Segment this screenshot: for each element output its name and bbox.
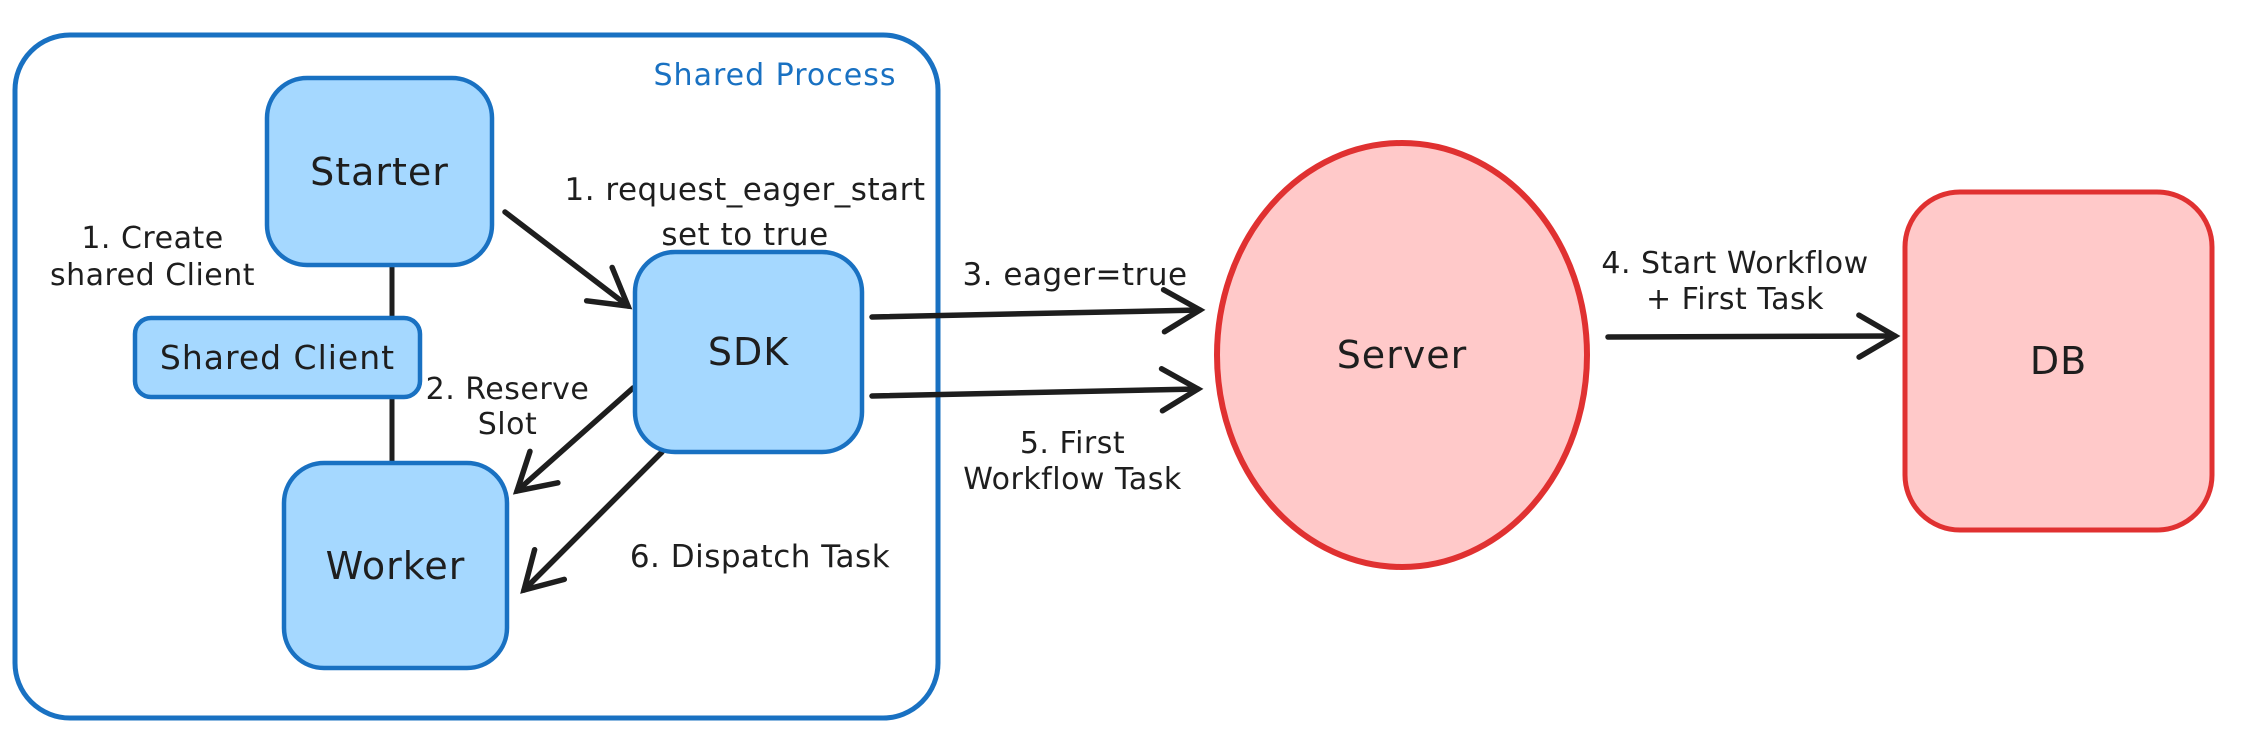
worker-label: Worker: [325, 543, 466, 588]
arrow-reserve-slot: [512, 385, 636, 495]
annotation-first-workflow-task: 5. First Workflow Task: [930, 426, 1215, 498]
server-label: Server: [1336, 333, 1468, 377]
annotation-line: + First Task: [1645, 282, 1825, 317]
starter-label: Starter: [310, 149, 449, 194]
annotation-line: 2. Reserve: [425, 372, 590, 407]
annotation-eager-true: 3. eager=true: [962, 257, 1188, 293]
sdk-node: [632, 249, 865, 455]
annotation-line: 1. Create: [81, 221, 224, 256]
annotation-dispatch-task: 6. Dispatch Task: [629, 539, 891, 575]
annotation-reserve-slot: 2. Reserve Slot: [420, 372, 595, 442]
worker-node: [281, 460, 510, 671]
annotation-line: 4. Start Workflow: [1601, 246, 1869, 281]
annotation-line: 1. request_eager_start: [564, 172, 926, 208]
shared-client-label: Shared Client: [159, 338, 396, 377]
shared-client-node: [132, 315, 423, 400]
annotation-start-workflow: 4. Start Workflow + First Task: [1570, 246, 1900, 318]
annotation-create-shared-client: 1. Create shared Client: [30, 221, 275, 295]
server-node: [1214, 140, 1590, 570]
annotation-line: Workflow Task: [963, 462, 1182, 497]
arrow-eager-true: [869, 287, 1206, 335]
shared-process-box: [12, 32, 941, 721]
starter-node: [264, 75, 495, 268]
annotation-line: 5. First: [1019, 426, 1126, 461]
db-node: [1902, 189, 2215, 533]
annotation-line: set to true: [661, 216, 829, 253]
sdk-label: SDK: [707, 330, 790, 374]
annotation-request-eager-start: 1. request_eager_start set to true: [545, 168, 945, 258]
arrow-request-eager-start: [502, 209, 633, 310]
arrow-dispatch-task: [520, 449, 665, 594]
annotation-line: shared Client: [49, 257, 256, 293]
db-label: DB: [2029, 339, 2088, 383]
arrow-start-workflow: [1605, 312, 1901, 360]
shared-process-title: Shared Process: [653, 58, 897, 93]
arrow-first-workflow-task: [869, 366, 1204, 414]
annotation-line: Slot: [477, 406, 538, 442]
